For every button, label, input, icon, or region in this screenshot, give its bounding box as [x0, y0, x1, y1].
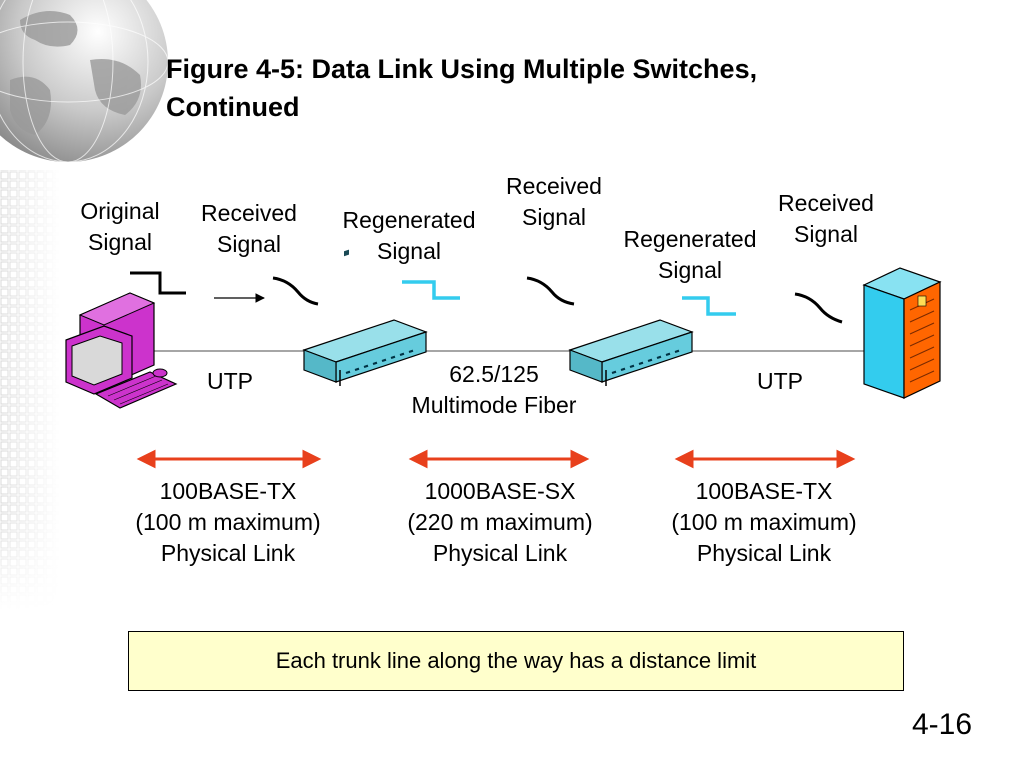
server-icon: [862, 267, 942, 399]
regenerated-signal-wave-1: [402, 280, 460, 300]
fiber-label: 62.5/125 Multimode Fiber: [411, 361, 577, 418]
note-box: Each trunk line along the way has a dist…: [128, 631, 904, 691]
utp-label-right: UTP: [757, 368, 803, 394]
physical-link-label-2: 1000BASE-SX (220 m maximum) Physical Lin…: [407, 478, 593, 566]
page-number: 4-16: [911, 708, 972, 741]
globe-icon: [0, 0, 169, 163]
regenerated-signal-wave-2: [682, 296, 736, 316]
received-signal-wave-3: [794, 292, 843, 324]
received-signal-label-3: Received Signal: [778, 190, 874, 247]
received-signal-wave-1: [272, 276, 319, 306]
physical-link-label-1: 100BASE-TX (100 m maximum) Physical Link: [135, 478, 321, 566]
link-arrow-3: [674, 449, 856, 469]
regenerated-signal-label-1: Regenerated Signal: [342, 207, 476, 264]
network-diagram: [65, 249, 942, 469]
link-arrow-1: [136, 449, 322, 469]
slide-title-line-1: Figure 4-5: Data Link Using Multiple Swi…: [166, 54, 758, 84]
original-signal-wave: [130, 271, 186, 295]
received-signal-label-1: Received Signal: [201, 200, 297, 257]
slide-title: Figure 4-5: Data Link Using Multiple Swi…: [166, 50, 986, 126]
original-signal-label: Original Signal: [80, 198, 160, 255]
note-text: Each trunk line along the way has a dist…: [275, 648, 757, 673]
slide-title-line-2: Continued: [166, 92, 300, 122]
desktop-computer-icon: [65, 292, 178, 409]
physical-link-label-3: 100BASE-TX (100 m maximum) Physical Link: [671, 478, 857, 566]
regenerated-signal-label-2: Regenerated Signal: [623, 226, 757, 283]
link-arrow-2: [408, 449, 590, 469]
switch-icon: [302, 249, 428, 386]
utp-label-left: UTP: [207, 368, 253, 394]
received-signal-label-2: Received Signal: [506, 173, 602, 230]
received-signal-wave-2: [526, 276, 575, 306]
switch-icon: [568, 319, 694, 386]
